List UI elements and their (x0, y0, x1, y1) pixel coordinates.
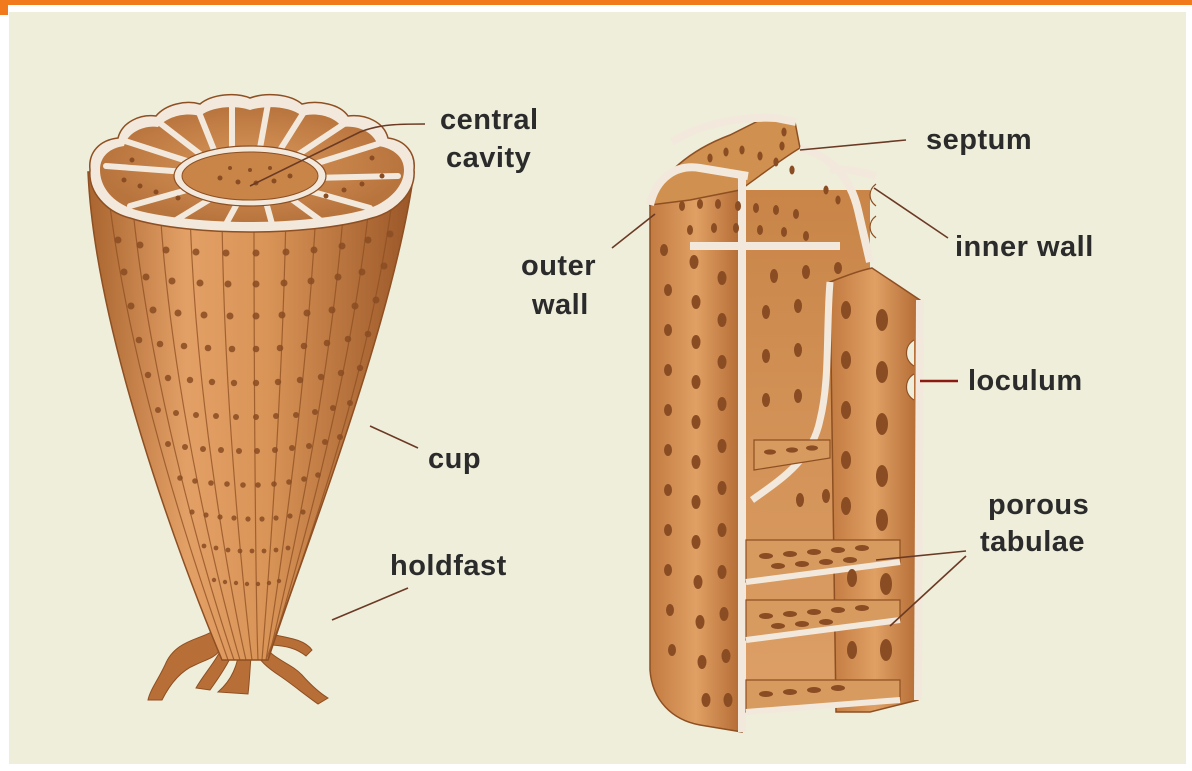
label-central: central (440, 102, 539, 138)
leader-outer-wall (612, 214, 655, 248)
label-septum: septum (926, 122, 1032, 158)
label-inner-wall: inner wall (955, 229, 1094, 265)
label-cavity: cavity (446, 140, 531, 176)
label-tabulae: tabulae (980, 524, 1085, 560)
wall-cutaway-specimen (650, 118, 920, 732)
leader-inner-wall (874, 188, 948, 238)
label-porous: porous (988, 487, 1089, 523)
label-holdfast: holdfast (390, 548, 507, 584)
leader-cup (370, 426, 418, 448)
leader-septum (800, 140, 906, 150)
label-loculum: loculum (968, 363, 1083, 399)
label-wall: wall (532, 287, 589, 323)
label-cup: cup (428, 441, 481, 477)
leader-holdfast (332, 588, 408, 620)
label-outer: outer (521, 248, 596, 284)
